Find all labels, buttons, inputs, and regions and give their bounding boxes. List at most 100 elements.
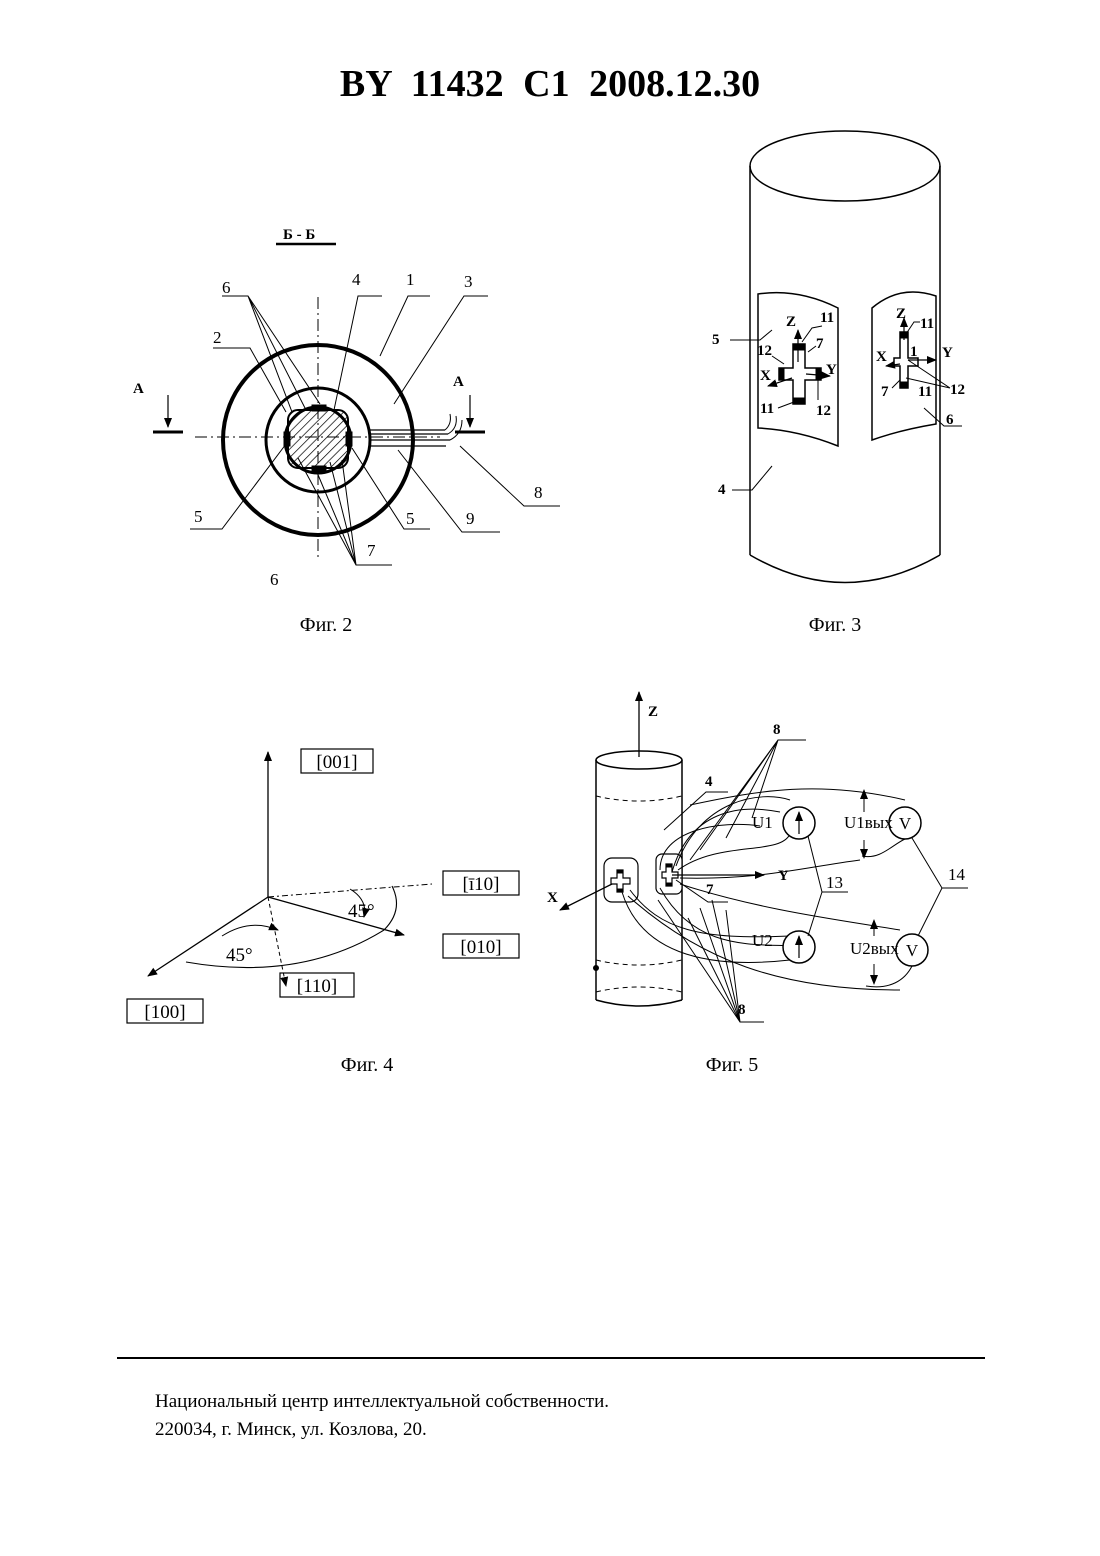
cylinder-top (750, 131, 940, 201)
callout-7-fig5: 7 (706, 882, 714, 898)
arc-right (384, 886, 397, 930)
dir-110bar-label: [ī10] (463, 874, 500, 895)
figure-5: Z Y X (547, 692, 968, 1022)
source-u2-label: U2 (752, 931, 773, 950)
leader-5-left (190, 444, 286, 529)
fig5-dash-2 (596, 960, 682, 965)
label-11-left-bottom: 11 (760, 401, 774, 417)
fig5-pad-a (617, 870, 623, 873)
label-11-left-top: 11 (820, 310, 834, 326)
callout-3: 3 (464, 272, 473, 291)
axis-y-left-label: Y (826, 362, 837, 378)
pad-left-left (779, 368, 784, 380)
footer: Национальный центр интеллектуальной собс… (155, 1388, 609, 1444)
axis-x-left-label: X (760, 368, 771, 384)
callout-9: 9 (466, 509, 475, 528)
sensor-pad-bottom (312, 466, 326, 472)
callout-4: 4 (352, 270, 361, 289)
callout-13: 13 (826, 873, 843, 892)
leader-14 (912, 838, 968, 936)
axis-x-right-label: X (876, 349, 887, 365)
vm1-wire (862, 839, 905, 857)
axis-z-fig5-label: Z (648, 704, 658, 720)
arc-bottom (186, 930, 384, 968)
fig5-cylinder-bottom (596, 1000, 682, 1006)
callout-2: 2 (213, 328, 222, 347)
leader-2 (213, 348, 286, 412)
caption-fig2: Фиг. 2 (246, 614, 406, 637)
label-7-right: 7 (881, 384, 889, 400)
footer-line-1: Национальный центр интеллектуальной собс… (155, 1388, 609, 1416)
footer-divider (117, 1357, 985, 1359)
callout-6-fig3: 6 (946, 412, 954, 428)
callout-14: 14 (948, 865, 966, 884)
callout-5-left: 5 (194, 507, 203, 526)
callout-4-fig5: 4 (705, 774, 713, 790)
callout-5-right: 5 (406, 509, 415, 528)
dir-010-label: [010] (460, 937, 501, 958)
angle-arrow-left (222, 925, 278, 936)
leader-8 (460, 446, 560, 506)
wire-8 (622, 892, 790, 962)
figure-3: Z X Y 11 7 12 11 12 Z X Y 11 1 7 11 12 5… (712, 131, 965, 583)
hatched-sensor (288, 410, 348, 468)
axis-y-right-label: Y (942, 345, 953, 361)
fig5-dot (594, 966, 599, 971)
label-11-right-bottom: 11 (918, 384, 932, 400)
dir-001-label: [001] (316, 752, 357, 773)
voltmeter-2-label: V (906, 941, 919, 960)
caption-fig4: Фиг. 4 (287, 1054, 447, 1077)
caption-fig5: Фиг. 5 (652, 1054, 812, 1077)
callout-1: 1 (406, 270, 415, 289)
sensor-pad-left (284, 432, 290, 446)
caption-fig3: Фиг. 3 (755, 614, 915, 637)
dir-110bar-line (268, 884, 432, 897)
callout-6-top: 6 (222, 278, 231, 297)
label-1-right: 1 (910, 344, 918, 360)
dir-110-label: [110] (297, 976, 337, 997)
wire-3 (678, 834, 790, 870)
output-u2-label: U2вых (850, 939, 899, 958)
axis-x-fig5-label: X (547, 890, 558, 906)
callout-6-bottom: 6 (270, 570, 279, 589)
source-u1-label: U1 (752, 813, 773, 832)
fig5-pad-b (617, 889, 623, 892)
vm2-wire (866, 966, 912, 987)
section-label: Б - Б (283, 227, 315, 243)
callout-8-top: 8 (773, 722, 781, 738)
leader-8-bottom (658, 900, 764, 1022)
axis-y-fig5-label: Y (778, 868, 789, 884)
dir-100-label: [100] (144, 1002, 185, 1023)
voltmeter-1-label: V (899, 814, 912, 833)
leader-4-fig3 (732, 466, 772, 490)
cut-label-right: А (453, 374, 464, 390)
fig5-dash-1 (596, 796, 682, 801)
cut-label-left: А (133, 381, 144, 397)
axis-z-right-label: Z (896, 306, 906, 322)
dir-010-arrow (268, 897, 404, 935)
fig5-pad-d (666, 883, 672, 886)
label-11-right-top: 11 (920, 316, 934, 332)
figure-4: [001] [ī10] [010] [110] [100] 45° 45° (127, 749, 519, 1023)
figure-2: Б - Б А А (133, 227, 560, 589)
fig5-pad-c (666, 864, 672, 867)
label-12-left-bottom: 12 (816, 403, 831, 419)
sensor-pad-top (312, 405, 326, 411)
footer-line-2: 220034, г. Минск, ул. Козлова, 20. (155, 1416, 609, 1444)
label-7-left: 7 (816, 336, 824, 352)
fig5-dash-3 (596, 987, 682, 992)
pad-left-top (793, 344, 805, 350)
callout-4-fig3: 4 (718, 482, 726, 498)
leader-3 (394, 296, 488, 404)
callout-8-bottom: 8 (738, 1002, 746, 1018)
angle-45-right: 45° (348, 901, 375, 922)
output-u1-label: U1вых (844, 813, 893, 832)
label-12-right: 12 (950, 382, 965, 398)
leader-5-right (352, 448, 430, 529)
label-12-left: 12 (757, 343, 772, 359)
cable-ends (445, 414, 462, 440)
wire-6 (690, 789, 905, 805)
callout-7: 7 (367, 541, 376, 560)
pad-left-bottom (793, 398, 805, 404)
